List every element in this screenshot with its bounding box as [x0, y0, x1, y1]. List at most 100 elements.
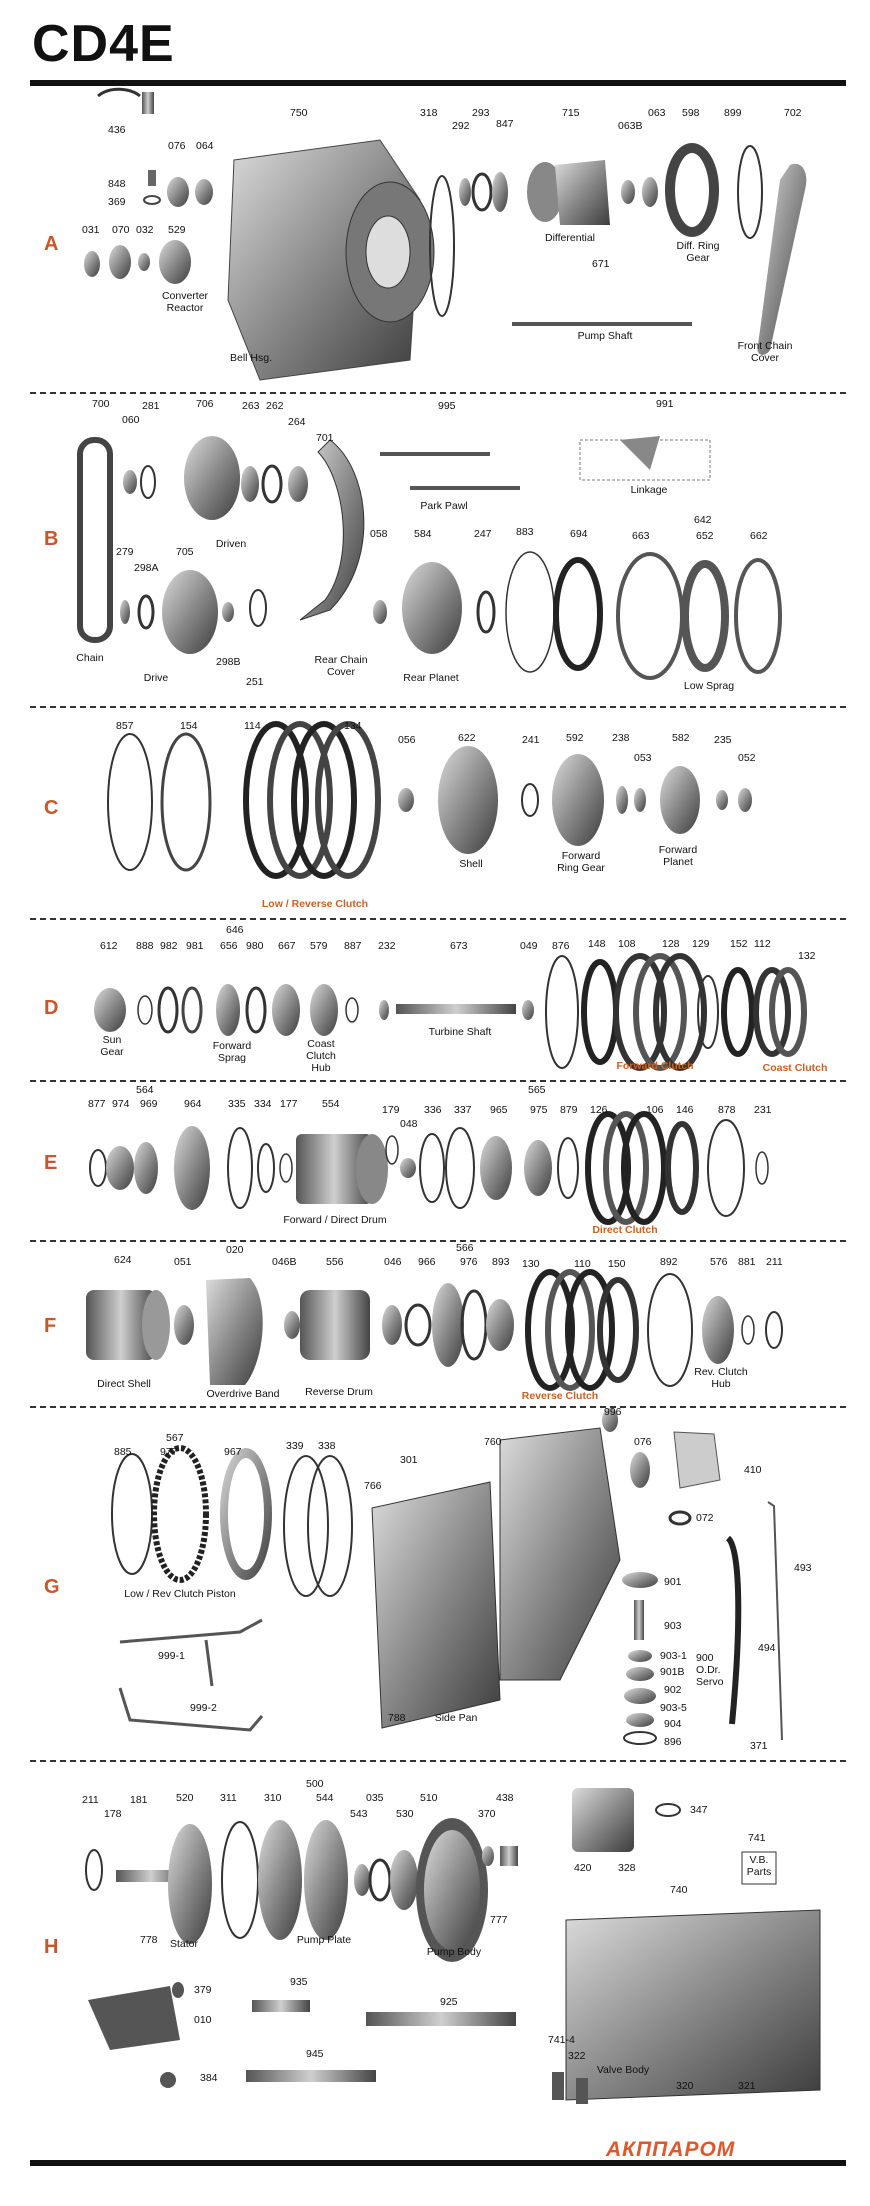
- part-700: 700: [92, 398, 110, 410]
- part-576: 576: [710, 1256, 728, 1268]
- label-low-reverse-clutch: Low / Reverse Clutch: [261, 898, 369, 910]
- label-shell: Shell: [459, 858, 483, 870]
- part-881: 881: [738, 1256, 756, 1268]
- divider-g-h: [30, 1760, 846, 1762]
- label-low-rev-clutch-piston: Low / Rev Clutch Piston: [124, 1588, 236, 1600]
- part-063: 063: [648, 107, 666, 119]
- part-544: 544: [316, 1792, 334, 1804]
- part-567: 567: [166, 1432, 184, 1444]
- page-title: CD4E: [32, 15, 175, 73]
- part-436: 436: [108, 124, 126, 136]
- part-179: 179: [382, 1104, 400, 1116]
- part-543: 543: [350, 1808, 368, 1820]
- part-322: 322: [568, 2050, 586, 2062]
- label-low-sprag: Low Sprag: [683, 680, 735, 692]
- part-901: 901: [664, 1576, 682, 1588]
- label-reverse-clutch: Reverse Clutch: [521, 1390, 599, 1402]
- part-108: 108: [618, 938, 636, 950]
- part-310: 310: [264, 1792, 282, 1804]
- part-247: 247: [474, 528, 492, 540]
- part-076: 076: [168, 140, 186, 152]
- part-052: 052: [738, 752, 756, 764]
- part-879: 879: [560, 1104, 578, 1116]
- part-132: 132: [798, 950, 816, 962]
- part-899: 899: [724, 107, 742, 119]
- part-656: 656: [220, 940, 238, 952]
- divider-c-d: [30, 918, 846, 920]
- part-715: 715: [562, 107, 580, 119]
- part-520: 520: [176, 1792, 194, 1804]
- label-pump-plate: Pump Plate: [296, 1934, 352, 1946]
- part-646: 646: [226, 924, 244, 936]
- section-a-parts: [84, 87, 807, 381]
- part-010: 010: [194, 2014, 212, 2026]
- part-235: 235: [714, 734, 732, 746]
- part-060: 060: [122, 414, 140, 426]
- part-964: 964: [184, 1098, 202, 1110]
- part-500: 500: [306, 1778, 324, 1790]
- part-981: 981: [186, 940, 204, 952]
- bottom-rule: [30, 2160, 846, 2166]
- part-262: 262: [266, 400, 284, 412]
- part-110: 110: [574, 1258, 591, 1270]
- divider-a-b: [30, 392, 846, 394]
- part-020: 020: [226, 1244, 244, 1256]
- part-662: 662: [750, 530, 768, 542]
- label-bell-hsg: Bell Hsg.: [229, 352, 272, 364]
- part-035: 035: [366, 1792, 384, 1804]
- part-298B: 298B: [216, 656, 241, 668]
- top-rule: [30, 80, 846, 86]
- part-339: 339: [286, 1440, 304, 1452]
- part-877: 877: [88, 1098, 106, 1110]
- label-driven: Driven: [215, 538, 247, 550]
- part-592: 592: [566, 732, 584, 744]
- part-076-g: 076: [634, 1436, 652, 1448]
- part-903-5: 903-5: [660, 1702, 687, 1714]
- part-032: 032: [136, 224, 154, 236]
- label-linkage: Linkage: [630, 484, 668, 496]
- part-420: 420: [574, 1862, 592, 1874]
- part-046: 046: [384, 1256, 402, 1268]
- part-903-1: 903-1: [660, 1650, 687, 1662]
- label-valve-body: Valve Body: [596, 2064, 650, 2076]
- part-321: 321: [738, 2080, 756, 2092]
- part-232: 232: [378, 940, 396, 952]
- label-pump-body: Pump Body: [426, 1946, 482, 1958]
- part-554: 554: [322, 1098, 340, 1110]
- part-694: 694: [570, 528, 588, 540]
- part-154: 154: [180, 720, 198, 732]
- part-976: 976: [460, 1256, 478, 1268]
- part-975: 975: [530, 1104, 548, 1116]
- part-977: 977: [160, 1446, 178, 1458]
- part-072: 072: [696, 1512, 714, 1524]
- part-369: 369: [108, 196, 126, 208]
- part-114: 114: [244, 720, 261, 732]
- part-130: 130: [522, 1258, 540, 1270]
- part-410: 410: [744, 1464, 762, 1476]
- part-051: 051: [174, 1256, 192, 1268]
- part-328: 328: [618, 1862, 636, 1874]
- divider-d-e: [30, 1080, 846, 1082]
- part-995: 995: [438, 400, 456, 412]
- part-510: 510: [420, 1792, 438, 1804]
- part-966: 966: [418, 1256, 436, 1268]
- part-892: 892: [660, 1256, 678, 1268]
- label-pump-shaft: Pump Shaft: [577, 330, 633, 342]
- label-chain: Chain: [76, 652, 104, 664]
- divider-b-c: [30, 706, 846, 708]
- section-g-parts: [111, 1408, 783, 1745]
- label-forward-direct-drum: Forward / Direct Drum: [283, 1214, 387, 1226]
- part-969: 969: [140, 1098, 158, 1110]
- part-925: 925: [440, 1996, 458, 2008]
- part-371: 371: [750, 1740, 768, 1752]
- part-848: 848: [108, 178, 126, 190]
- part-974: 974: [112, 1098, 130, 1110]
- label-turbine-shaft: Turbine Shaft: [428, 1026, 492, 1038]
- part-384: 384: [200, 2072, 218, 2084]
- part-857: 857: [116, 720, 134, 732]
- part-967: 967: [224, 1446, 242, 1458]
